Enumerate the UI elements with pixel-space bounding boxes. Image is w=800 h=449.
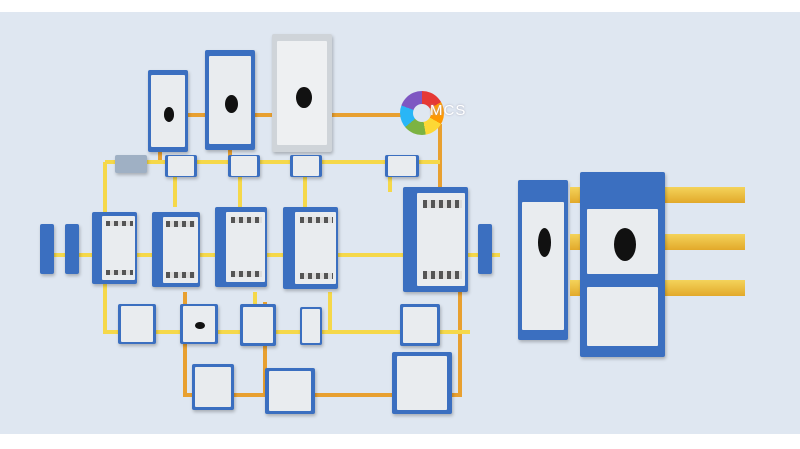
interlock-module [300,307,322,345]
overload-relay [192,364,234,410]
aux-block [290,155,322,177]
contactor [92,212,137,284]
contactor [215,207,267,287]
contactor-large [403,187,468,292]
side-aux-contact [478,224,492,274]
side-aux-contact [40,224,54,274]
overload-relay [265,368,315,414]
motor-protector-medium [205,50,255,150]
timer-module [118,304,156,344]
side-aux-contact [65,224,79,274]
yellow-wire-drops [173,162,392,332]
combination-starter-assembly [580,172,665,357]
mcs-logo-icon [400,91,444,135]
contactor [152,212,200,287]
aux-block [165,155,197,177]
starter-motor-protector [518,180,568,340]
aux-block [228,155,260,177]
mcs-logo-text: MCS [430,102,467,119]
motor-protector-small [148,70,188,152]
suppressor-module [240,304,276,346]
timer-module [180,304,218,344]
aux-block [385,155,419,177]
contactor [283,207,338,289]
motor-protector-large [272,34,332,152]
aux-block [115,155,147,173]
overload-relay-large [392,352,452,414]
aux-contact-block [400,304,440,346]
product-system-diagram: MCS [0,12,800,434]
